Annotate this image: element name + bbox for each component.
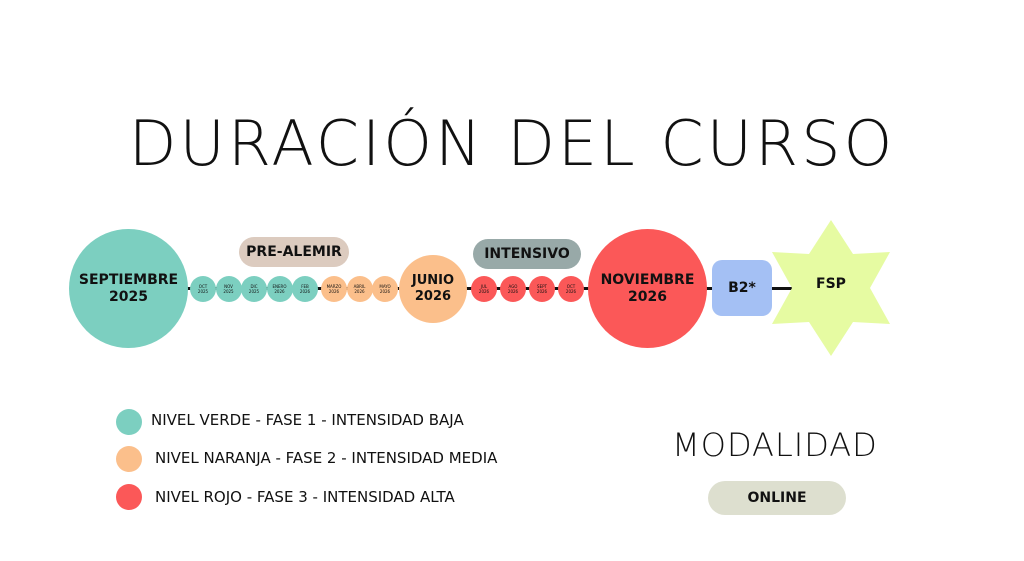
- month-year: 2025: [248, 289, 260, 294]
- pre-alemir-label: PRE-ALEMIR: [239, 237, 349, 267]
- noviembre-year: 2026: [628, 288, 667, 305]
- month-label: NOV: [224, 284, 233, 289]
- month-label: FEB: [301, 284, 309, 289]
- modalidad-title: MODALIDAD: [672, 426, 878, 464]
- month-label: OCT: [198, 284, 208, 289]
- month-year: 2026: [565, 289, 577, 294]
- month-year: 2026: [299, 289, 311, 294]
- month-label: AGO: [508, 284, 518, 289]
- month-year: 2026: [507, 289, 519, 294]
- month-label: DIC: [250, 284, 258, 289]
- junio-2026-node: JUNIO 2026: [399, 255, 467, 323]
- month-label: JUL: [480, 284, 488, 289]
- star-shape-fsp: [772, 220, 890, 356]
- month-year: 2026: [536, 289, 548, 294]
- intensivo-label: INTENSIVO: [473, 239, 581, 269]
- legend-verde-text: NIVEL VERDE - FASE 1 - INTENSIDAD BAJA: [151, 411, 464, 429]
- month-year: 2026: [354, 289, 365, 294]
- legend-dot-naranja: [116, 446, 142, 472]
- month-label: OCT: [566, 284, 576, 289]
- month-label: MAYO: [379, 284, 391, 289]
- legend-naranja-text: NIVEL NARANJA - FASE 2 - INTENSIDAD MEDI…: [155, 449, 498, 467]
- fsp-label: FSP: [816, 276, 846, 292]
- month-year: 2026: [274, 289, 285, 294]
- junio-month: JUNIO: [411, 273, 455, 288]
- legend-rojo-text: NIVEL ROJO - FASE 3 - INTENSIDAD ALTA: [155, 488, 455, 506]
- page-title: DURACIÓN DEL CURSO: [128, 107, 896, 180]
- junio-year: 2026: [414, 289, 452, 304]
- month-label: SEPT: [537, 284, 547, 289]
- month-label: ABRIL: [353, 284, 366, 289]
- month-year: 2026: [379, 289, 391, 294]
- legend-dot-rojo: [116, 484, 142, 510]
- noviembre-2026-node: NOVIEMBRE 2026: [588, 229, 707, 348]
- start-month: SEPTIEMBRE: [78, 271, 179, 288]
- month-year: 2026: [478, 289, 490, 294]
- month-year: 2025: [197, 289, 209, 294]
- month-year: 2025: [223, 289, 234, 294]
- month-label: MARZO: [326, 284, 342, 289]
- noviembre-month: NOVIEMBRE: [600, 271, 695, 288]
- month-label: ENERO: [272, 284, 287, 289]
- month-year: 2026: [328, 289, 340, 294]
- start-node-septiembre-2025: SEPTIEMBRE 2025: [69, 229, 188, 348]
- legend-dot-verde: [116, 409, 142, 435]
- modalidad-online-badge: ONLINE: [708, 481, 846, 515]
- b2-node: B2*: [712, 260, 772, 316]
- start-year: 2025: [109, 288, 148, 305]
